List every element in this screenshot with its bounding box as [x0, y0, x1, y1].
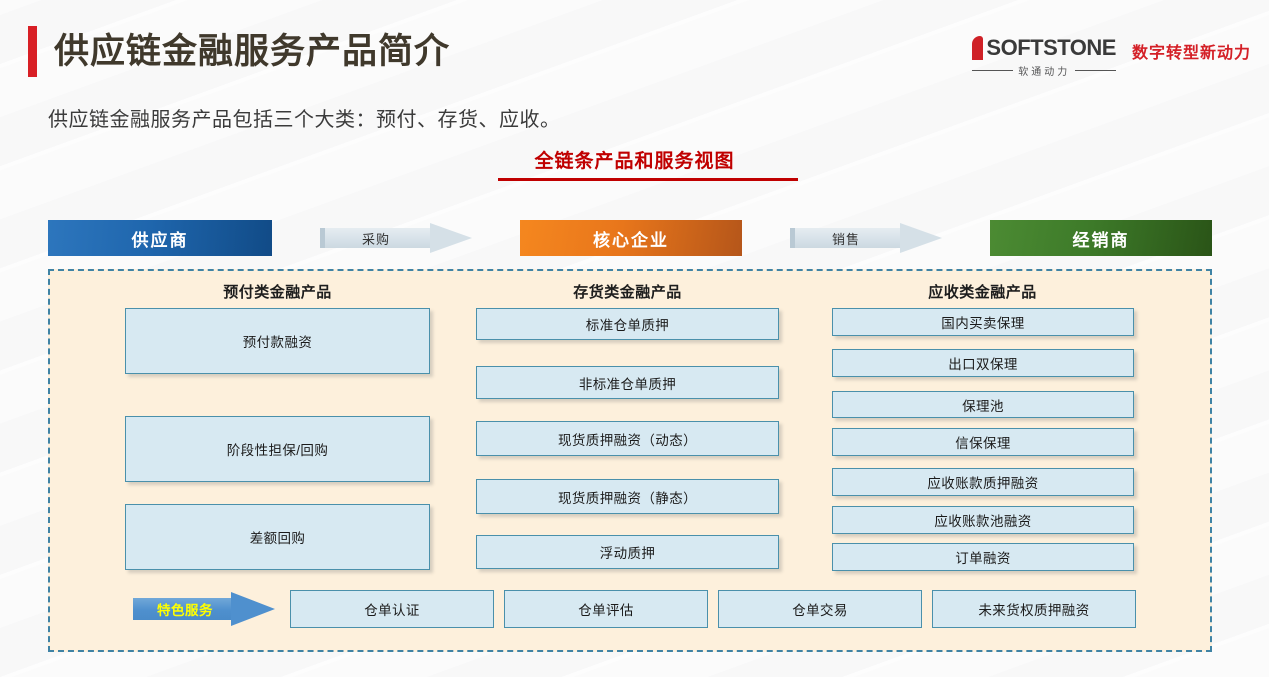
title-accent-bar: [28, 26, 37, 77]
column-header-inventory: 存货类金融产品: [573, 284, 682, 301]
column-header-prepaid: 预付类金融产品: [223, 284, 332, 301]
product-box[interactable]: 出口双保理: [832, 349, 1134, 377]
section-heading-text: 全链条产品和服务视图: [534, 151, 735, 172]
product-box[interactable]: 现货质押融资（动态）: [476, 421, 779, 456]
arrow-tail: [790, 228, 795, 248]
product-box[interactable]: 国内买卖保理: [832, 308, 1134, 336]
logo-slogan: 数字转型新动力: [1131, 45, 1251, 62]
flow-arrow-sales: 销售: [790, 223, 942, 253]
product-box[interactable]: 保理池: [832, 391, 1134, 418]
product-box[interactable]: 应收账款池融资: [832, 506, 1134, 534]
special-service-box[interactable]: 仓单评估: [504, 590, 708, 628]
page-title-row: 供应链金融服务产品简介: [28, 26, 450, 77]
product-box[interactable]: 应收账款质押融资: [832, 468, 1134, 496]
arrow-head-icon: [430, 223, 472, 253]
product-box[interactable]: 浮动质押: [476, 535, 779, 569]
logo-wordmark-row: SOFTSTONE: [972, 36, 1116, 60]
arrow-shaft: [790, 228, 902, 248]
logo-i-icon: [972, 36, 984, 60]
page-title: 供应链金融服务产品简介: [54, 32, 451, 71]
special-service-label: 特色服务: [157, 603, 213, 618]
logo-mark: SOFTSTONE 软通动力: [972, 36, 1116, 78]
value-chain-flow: 供应商 采购 核心企业 销售 经销商: [48, 220, 1212, 256]
product-box[interactable]: 订单融资: [832, 543, 1134, 571]
arrow-head-icon: [900, 223, 942, 253]
logo-chinese-row: 软通动力: [972, 63, 1116, 78]
arrow-shaft: [320, 228, 432, 248]
product-box[interactable]: 预付款融资: [125, 308, 430, 374]
arrow-shaft: [133, 598, 233, 620]
product-box[interactable]: 信保保理: [832, 428, 1134, 456]
flow-node-supplier-label: 供应商: [131, 230, 189, 250]
product-box[interactable]: 阶段性担保/回购: [125, 416, 430, 482]
special-service-box[interactable]: 未来货权质押融资: [932, 590, 1136, 628]
product-box[interactable]: 非标准仓单质押: [476, 366, 779, 399]
special-service-box[interactable]: 仓单交易: [718, 590, 922, 628]
flow-arrow-purchase: 采购: [320, 223, 472, 253]
section-heading-underline: [498, 178, 798, 181]
flow-node-supplier[interactable]: 供应商: [48, 220, 272, 256]
special-service-arrow: 特色服务: [133, 592, 275, 626]
special-service-box[interactable]: 仓单认证: [290, 590, 494, 628]
flow-node-core-enterprise-label: 核心企业: [593, 230, 669, 250]
page-subtitle: 供应链金融服务产品包括三个大类：预付、存货、应收。: [48, 109, 561, 131]
flow-arrow-purchase-label: 采购: [361, 231, 390, 247]
product-box[interactable]: 现货质押融资（静态）: [476, 479, 779, 514]
flow-node-core-enterprise[interactable]: 核心企业: [520, 220, 742, 256]
logo-chinese-name: 软通动力: [1018, 67, 1071, 78]
logo-wordmark: SOFTSTONE: [986, 35, 1116, 60]
arrow-head-icon: [231, 592, 275, 626]
flow-arrow-sales-label: 销售: [831, 231, 860, 247]
product-box[interactable]: 标准仓单质押: [476, 308, 779, 340]
flow-node-dealer-label: 经销商: [1072, 230, 1130, 250]
logo-rule-right: [1075, 70, 1116, 71]
section-heading: 全链条产品和服务视图: [0, 146, 1269, 173]
logo-rule-left: [972, 70, 1014, 71]
arrow-tail: [320, 228, 325, 248]
flow-node-dealer[interactable]: 经销商: [990, 220, 1212, 256]
product-box[interactable]: 差额回购: [125, 504, 430, 570]
company-logo: SOFTSTONE 软通动力 数字转型新动力: [972, 36, 1251, 78]
column-header-receivable: 应收类金融产品: [928, 284, 1037, 301]
